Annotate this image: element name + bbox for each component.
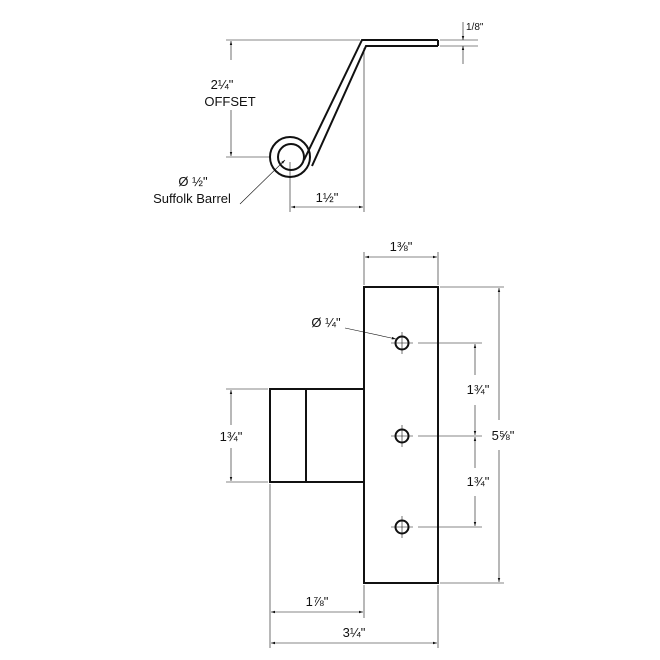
barrel-callout: Ø ½" Suffolk Barrel — [153, 159, 286, 206]
hole-callout: Ø ¼" — [311, 315, 397, 340]
front-view: 1⅜" Ø ¼" 1¾" 1¾" 5⅝" — [220, 239, 515, 648]
thickness-dimension: 1/8" — [440, 22, 484, 64]
strap-profile-inner — [311, 45, 438, 167]
leaf-height-label: 5⅝" — [492, 428, 515, 443]
hole-diameter-label: Ø ¼" — [311, 315, 341, 330]
horizontal-offset-label: 1½" — [316, 190, 339, 205]
hole-spacing-upper-label: 1¾" — [467, 382, 490, 397]
barrel-height-dimension: 1¾" — [220, 388, 268, 483]
leaf-height-dimension: 5⅝" — [440, 286, 515, 584]
barrel-block — [269, 388, 365, 483]
mounting-hole-3 — [391, 516, 413, 538]
leaf-width-label: 1⅜" — [390, 239, 413, 254]
barrel-offset-label: 1⅞" — [306, 594, 329, 609]
horizontal-offset-dimension: 1½" — [289, 48, 365, 212]
barrel-offset-dimension: 1⅞" — [269, 484, 365, 648]
offset-value: 2¼" — [211, 77, 234, 92]
leaf-width-dimension: 1⅜" — [363, 239, 439, 285]
barrel-name: Suffolk Barrel — [153, 191, 231, 206]
strap-profile-outer — [303, 39, 438, 161]
mounting-hole-1 — [391, 332, 413, 354]
profile-view: 1/8" 2¼" OFFSET Ø ½" Suffolk Barrel 1½" — [153, 22, 484, 212]
barrel-inner-circle — [277, 143, 305, 171]
hole-spacing-dimension: 1¾" 1¾" — [418, 342, 490, 528]
barrel-diameter: Ø ½" — [178, 174, 208, 189]
offset-word: OFFSET — [204, 94, 255, 109]
thickness-label: 1/8" — [466, 22, 484, 33]
barrel-height-label: 1¾" — [220, 429, 243, 444]
mounting-hole-2 — [391, 425, 413, 447]
hole-spacing-lower-label: 1¾" — [467, 474, 490, 489]
offset-dimension: 2¼" OFFSET — [204, 39, 360, 158]
overall-width-label: 3¼" — [343, 625, 366, 640]
leaf-plate — [363, 286, 439, 584]
overall-width-dimension: 3¼" — [271, 585, 439, 648]
